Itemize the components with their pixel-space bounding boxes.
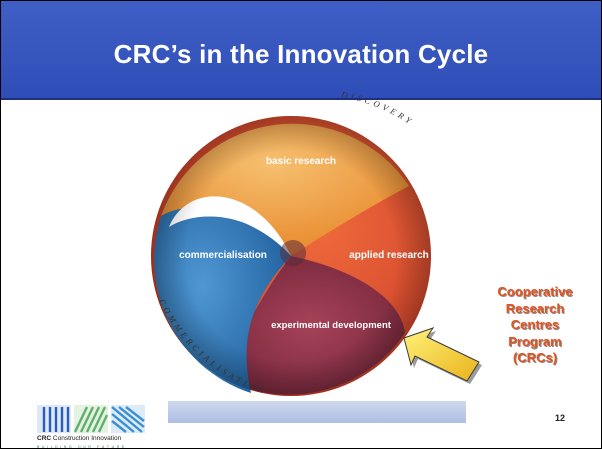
wheel-shading [151, 116, 431, 396]
logo-mark [37, 405, 145, 433]
discovery-arc-text: DISCOVERY [340, 89, 413, 127]
label-commercialisation: commercialisation [179, 250, 267, 261]
callout-line: Research [505, 300, 565, 316]
label-experimental-development: experimental development [271, 320, 392, 331]
logo-brand-rest: Construction Innovation [52, 435, 122, 442]
footer-bar [168, 401, 466, 423]
callout-line: Program [508, 333, 562, 349]
crc-callout: Cooperative Research Centres Program (CR… [479, 284, 591, 367]
discovery-arc-label: DISCOVERY [340, 89, 416, 127]
callout-line: (CRCs) [512, 350, 558, 365]
logo-tagline: BUILDING OUR FUTURE [37, 445, 127, 449]
callout-arrow [403, 327, 482, 384]
slide-title: CRC’s in the Innovation Cycle [113, 39, 489, 69]
logo-brand-bold: CRC [37, 435, 52, 442]
page-number: 12 [555, 413, 566, 423]
title-bar: CRC’s in the Innovation Cycle [1, 1, 601, 100]
label-basic-research: basic research [266, 156, 336, 167]
logo-brand: CRC Construction Innovation [37, 435, 121, 442]
label-applied-research: applied research [349, 250, 428, 261]
callout-line: Centres [510, 317, 560, 332]
crc-logo: CRC Construction Innovation BUILDING OUR… [37, 405, 163, 449]
callout-line: Cooperative [497, 284, 573, 299]
footer-page-area [466, 405, 600, 435]
